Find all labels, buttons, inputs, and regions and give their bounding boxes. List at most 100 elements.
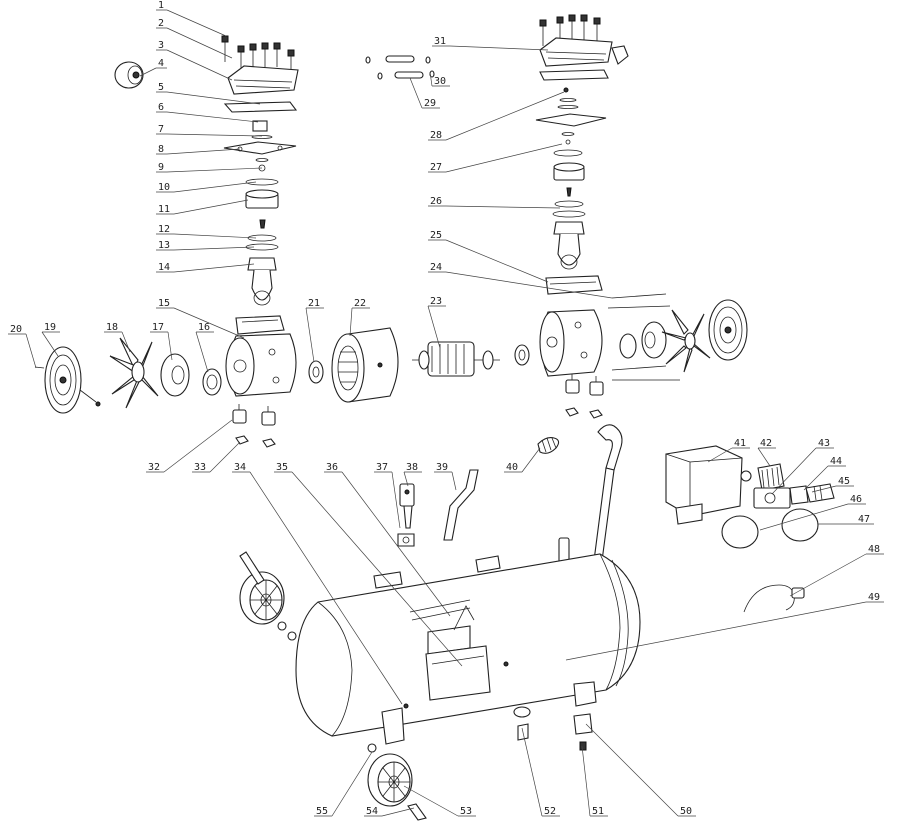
spring-part-40 bbox=[537, 437, 560, 454]
callout-label-25: 25 bbox=[430, 230, 442, 241]
callout-label-14: 14 bbox=[158, 262, 170, 273]
callout-label-15: 15 bbox=[158, 298, 170, 309]
right-crankcase bbox=[539, 275, 680, 381]
left-valve-stack bbox=[223, 101, 298, 251]
callout-leader-2 bbox=[156, 27, 233, 59]
pipe-39 bbox=[443, 469, 479, 541]
callout-label-11: 11 bbox=[158, 204, 170, 215]
callout-label-3: 3 bbox=[158, 40, 164, 51]
tank-rods-and-switch bbox=[403, 599, 509, 709]
callout-label-31: 31 bbox=[434, 36, 446, 47]
callout-label-41: 41 bbox=[734, 438, 746, 449]
callout-label-52: 52 bbox=[544, 806, 556, 817]
power-cord bbox=[743, 584, 805, 613]
callout-leader-7 bbox=[156, 133, 263, 137]
callout-leader-31 bbox=[432, 45, 549, 51]
callout-leader-25 bbox=[428, 239, 549, 283]
callout-leader-38 bbox=[403, 471, 422, 487]
left-feet bbox=[232, 404, 276, 448]
left-head-bolts bbox=[221, 35, 295, 74]
callout-label-40: 40 bbox=[506, 462, 518, 473]
left-hub-bearing bbox=[160, 353, 222, 397]
callout-leader-53 bbox=[403, 785, 476, 817]
callout-label-4: 4 bbox=[158, 58, 164, 69]
callout-label-8: 8 bbox=[158, 144, 164, 155]
callout-leader-37 bbox=[374, 471, 401, 529]
tank-bottom-parts bbox=[513, 706, 593, 751]
callout-leader-20 bbox=[8, 333, 37, 369]
callout-label-16: 16 bbox=[198, 322, 210, 333]
callout-label-28: 28 bbox=[430, 130, 442, 141]
callout-label-49: 49 bbox=[868, 592, 880, 603]
callout-label-10: 10 bbox=[158, 182, 170, 193]
right-fan-group bbox=[619, 299, 748, 373]
callout-leader-34 bbox=[232, 471, 403, 705]
callout-leader-45 bbox=[811, 485, 854, 493]
callout-leader-49 bbox=[565, 601, 884, 661]
callout-label-54: 54 bbox=[366, 806, 378, 817]
callout-leader-17 bbox=[150, 331, 173, 361]
callout-leader-13 bbox=[156, 246, 255, 251]
callout-label-20: 20 bbox=[10, 324, 22, 335]
right-connecting-rod bbox=[553, 221, 585, 270]
callout-label-34: 34 bbox=[234, 462, 246, 473]
pins bbox=[365, 55, 435, 80]
callout-label-9: 9 bbox=[158, 162, 164, 173]
callout-label-55: 55 bbox=[316, 806, 328, 817]
left-fan bbox=[109, 337, 159, 409]
callout-leader-5 bbox=[156, 91, 261, 105]
callout-label-21: 21 bbox=[308, 298, 320, 309]
callout-leader-46 bbox=[759, 503, 866, 531]
callout-label-17: 17 bbox=[152, 322, 164, 333]
callout-leader-40 bbox=[504, 447, 541, 473]
callout-leader-42 bbox=[757, 447, 776, 467]
handle bbox=[558, 424, 623, 577]
callout-leader-28 bbox=[428, 91, 565, 141]
right-head-bolts bbox=[539, 14, 601, 46]
callout-label-32: 32 bbox=[148, 462, 160, 473]
callout-label-47: 47 bbox=[858, 514, 870, 525]
callout-label-27: 27 bbox=[430, 162, 442, 173]
callout-leader-54 bbox=[364, 807, 415, 817]
callout-label-33: 33 bbox=[194, 462, 206, 473]
left-crankcase bbox=[225, 315, 297, 397]
callout-label-38: 38 bbox=[406, 462, 418, 473]
callout-leader-52 bbox=[521, 727, 560, 817]
motor-rotor bbox=[412, 341, 500, 377]
callout-label-46: 46 bbox=[850, 494, 862, 505]
callout-label-12: 12 bbox=[158, 224, 170, 235]
gauges bbox=[721, 508, 819, 549]
upper-wheel bbox=[239, 551, 297, 641]
callout-leader-39 bbox=[434, 471, 457, 491]
callout-label-42: 42 bbox=[760, 438, 772, 449]
callout-label-26: 26 bbox=[430, 196, 442, 207]
callout-leader-8 bbox=[156, 148, 241, 155]
callout-label-36: 36 bbox=[326, 462, 338, 473]
left-connecting-rod bbox=[247, 257, 277, 306]
right-bearing bbox=[514, 344, 530, 366]
callout-label-1: 1 bbox=[158, 0, 164, 11]
pressure-switch bbox=[665, 445, 752, 525]
right-cylinder-head bbox=[539, 37, 629, 67]
left-fan-guard bbox=[34, 346, 101, 414]
callout-label-7: 7 bbox=[158, 124, 164, 135]
callout-label-37: 37 bbox=[376, 462, 388, 473]
callout-leader-4 bbox=[139, 67, 167, 77]
callout-leader-1 bbox=[156, 9, 227, 37]
callout-leader-44 bbox=[803, 465, 846, 491]
callout-label-44: 44 bbox=[830, 456, 842, 467]
callout-leader-26 bbox=[428, 205, 561, 209]
callout-leader-14 bbox=[156, 263, 255, 273]
callout-leader-18 bbox=[104, 331, 131, 353]
callout-leader-36 bbox=[324, 471, 451, 617]
callout-label-39: 39 bbox=[436, 462, 448, 473]
callout-leader-27 bbox=[428, 143, 563, 173]
callout-leader-35 bbox=[274, 471, 463, 667]
callout-leader-55 bbox=[314, 751, 373, 817]
callout-leader-41 bbox=[707, 447, 750, 463]
motor-stator bbox=[331, 327, 399, 403]
callout-label-22: 22 bbox=[354, 298, 366, 309]
callout-leader-24 bbox=[428, 271, 613, 299]
callout-label-6: 6 bbox=[158, 102, 164, 113]
